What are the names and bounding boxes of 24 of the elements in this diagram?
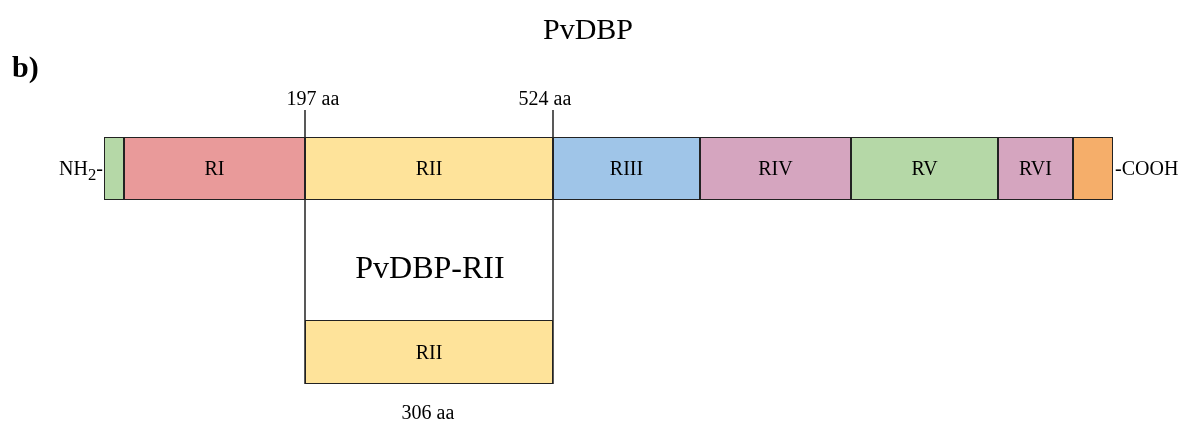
panel-letter: b) bbox=[12, 52, 39, 82]
position-label: 524 aa bbox=[518, 88, 572, 108]
domain-label: RVI bbox=[1019, 157, 1052, 180]
domain-label: RIV bbox=[758, 157, 793, 180]
terminus-label: NH$_{2}$- bbox=[59, 158, 103, 184]
fragment-label: PvDBP-RII bbox=[355, 251, 505, 283]
domain-segment bbox=[124, 137, 305, 200]
terminus-label: -COOH bbox=[1115, 158, 1179, 178]
domain-segment bbox=[305, 320, 553, 384]
domain-label: RI bbox=[204, 157, 225, 180]
domain-segment bbox=[998, 137, 1073, 200]
domain-label: RIII bbox=[609, 157, 644, 180]
domain-segment bbox=[553, 137, 700, 200]
domain-segment bbox=[700, 137, 851, 200]
terminal-segment bbox=[1073, 137, 1113, 200]
position-label: 197 aa bbox=[286, 88, 340, 108]
domain-label: RII bbox=[415, 340, 443, 364]
domain-label: RV bbox=[911, 157, 938, 180]
domain-segment bbox=[851, 137, 998, 200]
domain-segment bbox=[305, 137, 553, 200]
domain-label: RII bbox=[415, 157, 443, 180]
length-label: 306 aa bbox=[401, 402, 455, 422]
title: PvDBP bbox=[543, 14, 633, 44]
terminal-segment bbox=[104, 137, 124, 200]
